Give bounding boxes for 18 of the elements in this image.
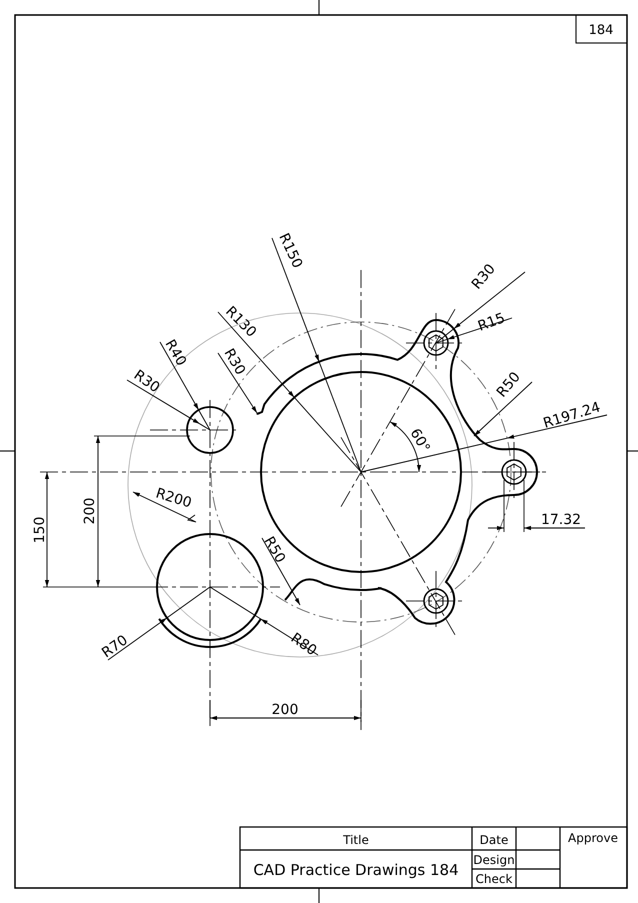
table-header: Title <box>343 833 369 847</box>
dimension-text: 200 <box>272 702 298 718</box>
dimension-text: 60° <box>406 426 433 456</box>
dimension-text: 200 <box>82 498 98 524</box>
dimension-text: R15 <box>476 310 508 335</box>
dimension-text: 150 <box>32 516 48 544</box>
dimension-text: R80 <box>288 630 320 660</box>
table-header: Approve <box>568 831 618 845</box>
dimension-text: R200 <box>154 486 194 512</box>
table-header: Design <box>473 853 515 867</box>
sheet-number: 184 <box>588 23 614 38</box>
table-header: Check <box>476 872 512 886</box>
table-header: Date <box>480 833 508 847</box>
dimension-text: R70 <box>99 632 131 662</box>
dimension-text: R30 <box>130 367 162 396</box>
dimension-text: R150 <box>275 230 306 271</box>
dimension-text: 17.32 <box>540 512 582 528</box>
drawing-title: CAD Practice Drawings 184 <box>253 861 459 879</box>
